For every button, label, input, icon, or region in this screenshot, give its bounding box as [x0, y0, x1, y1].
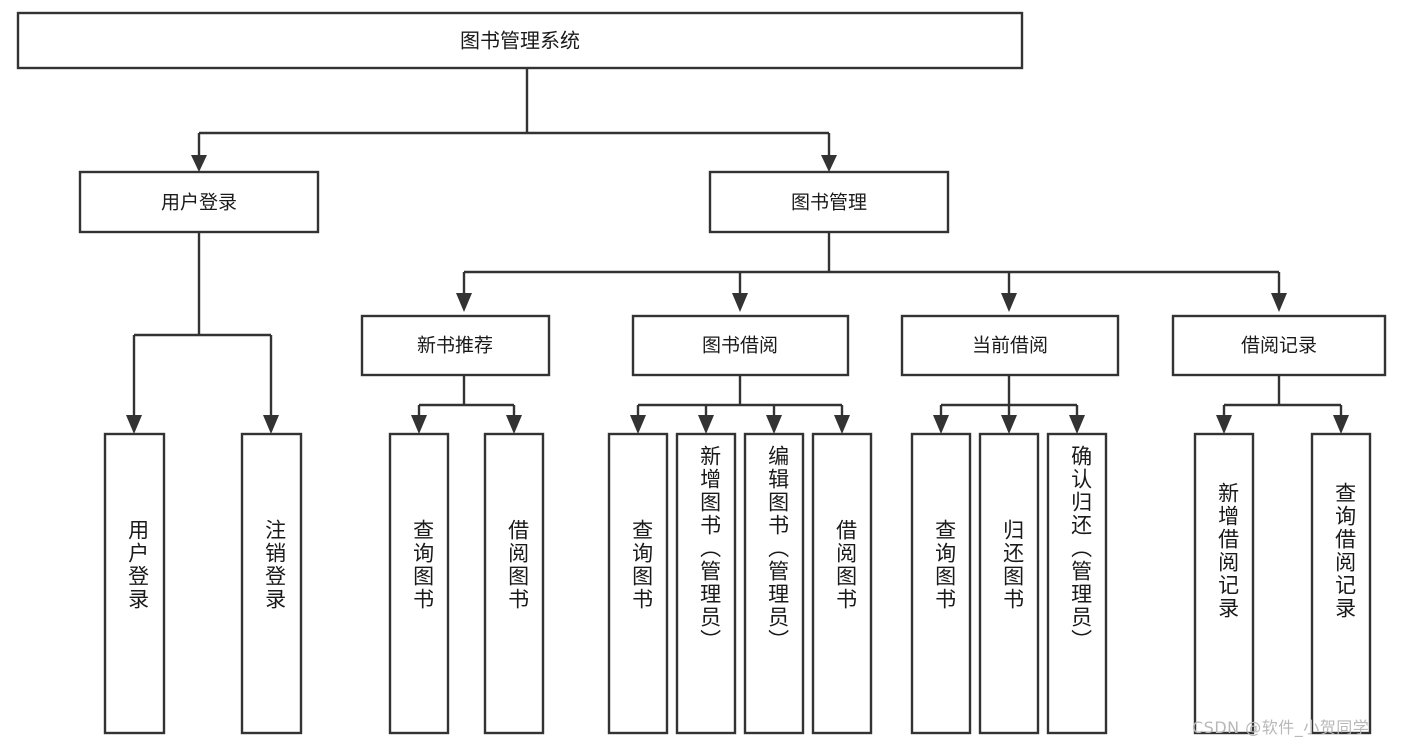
arrow-leaf-query-book-2: [630, 415, 646, 434]
arrow-user-login: [191, 155, 207, 172]
arrow-leaf-edit-book: [766, 415, 782, 434]
leaf-edit-book-box[interactable]: [743, 432, 805, 735]
current-borrow-label: 当前借阅: [972, 335, 1048, 357]
node-borrow-record[interactable]: 借阅记录: [1171, 314, 1387, 377]
arrow-book-management: [821, 155, 837, 172]
arrow-book-borrow: [732, 293, 748, 312]
node-new-book-recommend[interactable]: 新书推荐: [360, 314, 551, 377]
leaf-borrow-book-2-box[interactable]: [811, 432, 873, 735]
leaf-add-record-box[interactable]: [1193, 432, 1255, 735]
leaf-borrow-book-1-box[interactable]: [483, 432, 545, 735]
book-borrow-label: 图书借阅: [702, 335, 778, 357]
current-borrow-box[interactable]: [900, 314, 1120, 377]
node-user-login[interactable]: 用户登录: [78, 170, 320, 234]
arrow-leaf-confirm-return: [1069, 415, 1085, 434]
arrow-leaf-query-book-1: [411, 415, 427, 434]
book-management-label: 图书管理: [791, 192, 867, 214]
node-current-borrow[interactable]: 当前借阅: [900, 314, 1120, 377]
leaf-query-book-3-box[interactable]: [910, 432, 972, 735]
connector-group: [126, 68, 1349, 434]
arrow-leaf-return-book: [1001, 415, 1017, 434]
leaf-confirm-return-box[interactable]: [1046, 432, 1108, 735]
csdn-watermark: CSDN @软件_小贺同学: [1192, 718, 1370, 737]
arrow-new-book-recommend: [456, 293, 472, 312]
leaf-return-book-box[interactable]: [978, 432, 1040, 735]
leaf-box-group: [103, 432, 1372, 735]
arrow-leaf-add-record: [1216, 415, 1232, 434]
root-box[interactable]: [16, 11, 1024, 70]
leaf-add-book-box[interactable]: [675, 432, 737, 735]
leaf-logout-login-box[interactable]: [240, 432, 303, 735]
leaf-user-login-box[interactable]: [103, 432, 166, 735]
arrow-leaf-user-login: [126, 415, 142, 434]
user-login-label: 用户登录: [161, 192, 237, 214]
borrow-record-label: 借阅记录: [1241, 335, 1317, 357]
leaf-query-book-2-box[interactable]: [607, 432, 669, 735]
arrow-leaf-borrow-book-2: [834, 415, 850, 434]
node-book-borrow[interactable]: 图书借阅: [631, 314, 850, 377]
arrow-leaf-query-record: [1333, 415, 1349, 434]
book-borrow-box[interactable]: [631, 314, 850, 377]
user-login-box[interactable]: [78, 170, 320, 234]
new-book-recommend-label: 新书推荐: [417, 335, 493, 357]
arrow-leaf-add-book: [698, 415, 714, 434]
arrow-leaf-logout-login: [263, 415, 279, 434]
arrow-current-borrow: [1001, 293, 1017, 312]
leaf-query-record-box[interactable]: [1310, 432, 1372, 735]
arrow-leaf-query-book-3: [933, 415, 949, 434]
root-label: 图书管理系统: [460, 29, 580, 53]
arrow-borrow-record: [1271, 293, 1287, 312]
book-management-box[interactable]: [708, 170, 950, 234]
borrow-record-box[interactable]: [1171, 314, 1387, 377]
leaf-query-book-1-box[interactable]: [388, 432, 450, 735]
arrow-leaf-borrow-book-1: [506, 415, 522, 434]
node-root[interactable]: 图书管理系统: [16, 11, 1024, 70]
node-book-management[interactable]: 图书管理: [708, 170, 950, 234]
new-book-recommend-box[interactable]: [360, 314, 551, 377]
